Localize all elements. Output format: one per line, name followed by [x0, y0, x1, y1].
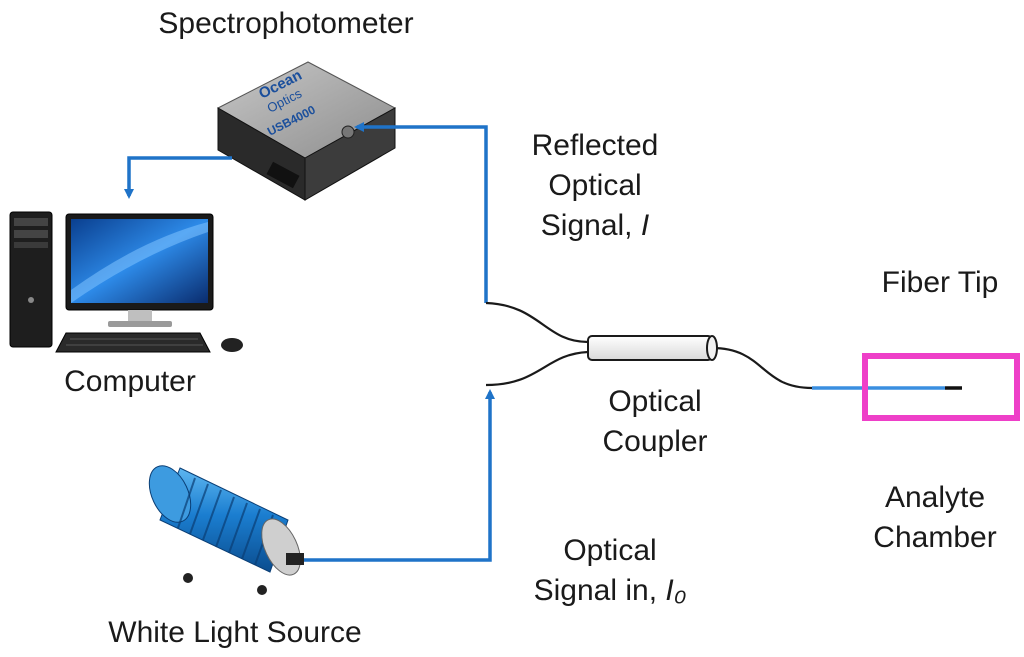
fiber-network [485, 301, 813, 390]
white-light-source-device [148, 465, 304, 595]
computer-label: Computer [64, 365, 196, 398]
computer-tower [9, 211, 53, 348]
reflected-signal-line1: Reflected [531, 129, 659, 162]
computer-monitor [65, 213, 214, 327]
reflected-intensity-symbol: I [640, 209, 650, 242]
optical-coupler-label: Optical Coupler [560, 382, 750, 462]
input-signal-path [304, 389, 495, 562]
computer-keyboard [55, 332, 211, 353]
input-signal-prefix: Signal in, [533, 574, 666, 607]
analyte-chamber-line1: Analyte [884, 481, 986, 514]
analyte-chamber-line2: Chamber [873, 521, 997, 554]
spectrophotometer-label: Spectrophotometer [158, 7, 414, 40]
lower-input-fiber [485, 350, 589, 387]
spectrophotometer-device: Ocean Optics USB4000 [216, 61, 397, 201]
analyte-chamber-frame [862, 353, 1020, 421]
input-intensity-symbol: I₀ [665, 574, 687, 607]
reflected-signal-label: Reflected Optical Signal, I [500, 126, 690, 246]
optical-coupler-line1: Optical [608, 385, 702, 418]
upper-input-fiber [485, 301, 589, 344]
input-signal-line2: Signal in, I₀ [510, 571, 710, 611]
reflected-signal-prefix: Signal, [540, 209, 641, 242]
computer-illustration [9, 211, 243, 353]
optical-coupler [587, 335, 718, 361]
optical-coupler-line2: Coupler [602, 425, 708, 458]
reflected-signal-path [354, 122, 488, 303]
output-fiber [711, 346, 813, 390]
reflected-signal-line3: Signal, I [500, 206, 690, 246]
computer-output-path [124, 156, 232, 199]
input-signal-label: Optical Signal in, I₀ [510, 531, 710, 611]
fiber-tip-label: Fiber Tip [881, 266, 999, 299]
computer-mouse [221, 338, 243, 352]
reflected-signal-line2: Optical [548, 169, 642, 202]
input-signal-line1: Optical [563, 534, 657, 567]
white-light-source-label: White Light Source [108, 616, 362, 649]
analyte-chamber-label: Analyte Chamber [855, 478, 1015, 558]
